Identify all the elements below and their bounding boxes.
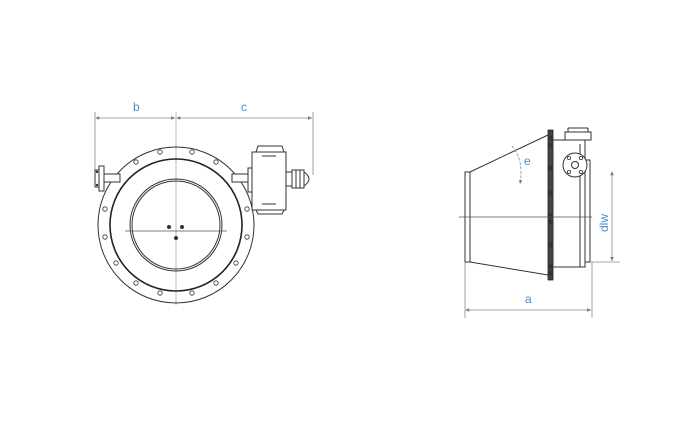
actuator <box>247 145 310 215</box>
inner-bore-outer <box>129 178 223 272</box>
connection-flange <box>562 152 588 178</box>
inner-bore <box>131 180 221 270</box>
shaft-flange-cap <box>94 169 100 188</box>
flange-bolts-side <box>547 135 554 276</box>
front-view <box>94 112 314 305</box>
actuator-bracket <box>564 131 592 141</box>
cone-top <box>469 134 549 173</box>
dimension-label-dlw: dlw <box>597 214 611 232</box>
flange-bolt-holes <box>102 149 250 296</box>
shaft-left <box>103 173 121 183</box>
cone-bottom <box>469 261 549 276</box>
side-view <box>459 127 620 318</box>
main-flange-plate <box>547 129 554 281</box>
angle-arc-e <box>511 145 523 185</box>
dimension-label-e: e <box>524 154 531 168</box>
center-bolt <box>174 236 178 240</box>
outer-flange <box>97 146 255 304</box>
dimension-label-b: b <box>133 100 140 114</box>
body-ring <box>109 158 243 292</box>
shaft-right <box>231 173 249 183</box>
dimension-label-a: a <box>525 292 532 306</box>
shaft-flange-left <box>98 165 105 192</box>
center-bolt <box>167 225 171 229</box>
center-bolt <box>180 225 184 229</box>
dimension-label-c: c <box>241 100 247 114</box>
